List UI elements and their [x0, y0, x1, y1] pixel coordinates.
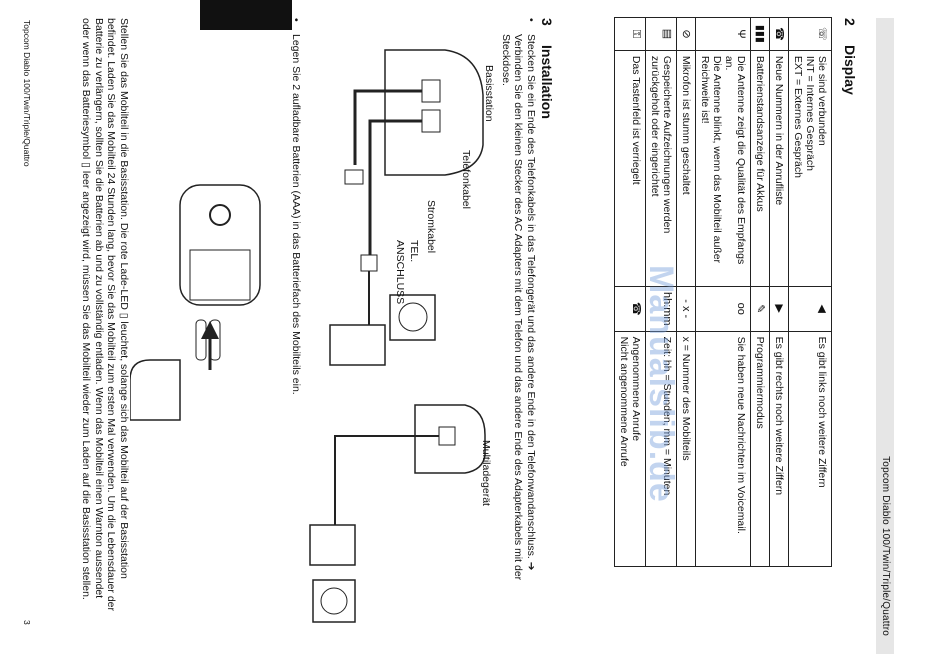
- ac-adapter: [329, 324, 386, 366]
- wall-socket: [389, 294, 436, 341]
- installation-figure: [305, 25, 495, 645]
- display-right-text: Es gibt rechts noch weitere Ziffern: [769, 331, 789, 567]
- handset-button: [209, 204, 231, 226]
- multi-wall-socket-ring: [320, 587, 348, 615]
- watermark: Manualslib.de: [642, 265, 680, 503]
- display-right-text: Es gibt links noch weitere Ziffern: [788, 331, 832, 567]
- label-multi-charger: Multiladegerät: [480, 440, 492, 506]
- missed-call-icon: ☎: [769, 17, 789, 51]
- memo-icon: ▤: [645, 17, 677, 51]
- wall-socket-ring: [398, 302, 428, 332]
- phone-plug: [344, 169, 364, 185]
- installation-section-number: 3: [539, 18, 555, 26]
- installation-paragraph: Stellen Sie das Mobilteil in die Basisst…: [80, 18, 131, 612]
- label-anschluss: ANSCHLUSS: [394, 240, 406, 305]
- display-right-text: Sie haben neue Nachrichten im Voicemail.: [695, 331, 751, 567]
- label-power-cable: Stromkabel: [425, 200, 437, 254]
- installation-bullet-1: Stecken Sie ein Ende des Telefonkabels i…: [500, 34, 537, 581]
- display-table-row: ☎Neue Nummern in der Anrufliste▶Es gibt …: [769, 17, 789, 567]
- phone-cable-line: [353, 89, 422, 165]
- display-left-text: Batterienstandsanzeige für Akkus: [750, 50, 770, 287]
- header-product-title: Topcom Diablo 100/Twin/Triple/Quattro: [880, 456, 891, 636]
- display-left-text: Die Antenne zeigt die Qualität des Empfa…: [695, 50, 751, 287]
- display-left-text: Gespeicherte Aufzeichnungen werden zurüc…: [645, 50, 677, 287]
- phone-icon: ☏: [788, 17, 832, 51]
- bullet-1-marker: •: [525, 18, 537, 22]
- label-tel: TEL.: [408, 240, 420, 263]
- battery-2: [195, 319, 207, 361]
- display-left-text: Das Tastenfeld ist verriegelt: [614, 50, 646, 287]
- key-lock-icon: ⚿: [614, 17, 646, 51]
- mute-icon: ⊘: [676, 17, 696, 51]
- display-table-row: ▮▮▮Batterienstandsanzeige für Akkus✎Prog…: [750, 17, 770, 567]
- label-phone-cable: Telefonkabel: [460, 150, 472, 209]
- antenna-icon: Ψ: [695, 17, 751, 51]
- display-left-text: Neue Nummern in der Anrufliste: [769, 50, 789, 287]
- display-left-text: Mikrofon ist stumm geschaltet: [676, 50, 696, 287]
- display-left-text: Sie sind verbunden INT = Internes Gesprä…: [788, 50, 832, 287]
- base-jack-1: [421, 79, 441, 103]
- multi-wall-socket: [312, 579, 356, 623]
- battery-icon: ▮▮▮: [750, 17, 770, 51]
- footer-product-title: Topcom Diablo 100/Twin/Triple/Quattro: [22, 20, 32, 167]
- multi-charger-cable: [334, 435, 439, 525]
- display-section-title: Display: [842, 45, 858, 95]
- display-right-text: Programmiermodus: [750, 331, 770, 567]
- battery-cover: [129, 359, 181, 421]
- footer-page-number: 3: [22, 620, 32, 625]
- installation-bullet-2: Legen Sie 2 aufladbare Batterien (AAA) i…: [290, 34, 302, 395]
- voicemail-icon: oo: [695, 286, 751, 332]
- battery-figure: [129, 180, 280, 440]
- display-table-row: ☏Sie sind verbunden INT = Internes Gespr…: [788, 17, 832, 567]
- battery-compartment: [189, 249, 251, 301]
- base-jack-2: [421, 109, 441, 133]
- power-cable-line: [368, 119, 422, 255]
- battery-figure-drawing: [129, 184, 261, 421]
- installation-figure-drawing: [309, 49, 486, 623]
- page-tab-marker: [200, 0, 292, 30]
- programming-icon: ✎: [750, 286, 770, 332]
- multi-charger-adapter: [309, 524, 356, 566]
- display-section-number: 2: [842, 18, 858, 26]
- triangle-left-icon: ◀: [788, 286, 832, 332]
- power-plug: [360, 254, 378, 272]
- label-base-station: Basisstation: [483, 65, 495, 122]
- triangle-right-icon: ▶: [769, 286, 789, 332]
- multi-charger-jack: [438, 426, 456, 446]
- installation-section-title: Installation: [539, 45, 555, 119]
